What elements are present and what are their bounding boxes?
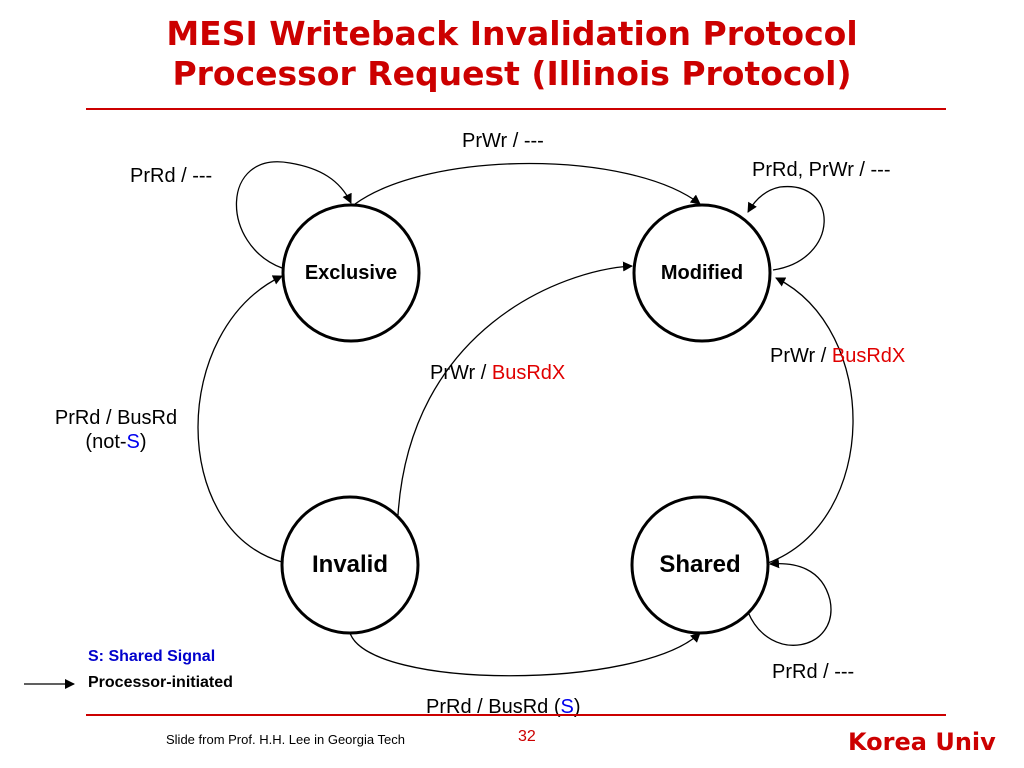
label-invalid-to-shared: PrRd / BusRd (S) [426, 695, 581, 719]
label-invalid-to-shared-suffix: ) [573, 696, 581, 718]
arc-invalid-to-shared [349, 632, 701, 677]
label-modified-self: PrRd, PrWr / --- [752, 159, 891, 181]
label-exclusive-to-modified: PrWr / --- [462, 130, 544, 152]
label-invalid-to-exclusive-line2: (not-S) [36, 430, 196, 454]
state-shared-label: Shared [659, 551, 741, 578]
label-not-prefix: (not- [85, 431, 127, 453]
label-shared-self: PrRd / --- [772, 661, 855, 683]
arc-invalid-to-modified [397, 261, 633, 516]
arc-modified-self [747, 186, 825, 271]
state-invalid-label: Invalid [311, 551, 389, 578]
arc-invalid-to-exclusive [197, 275, 283, 563]
label-invalid-to-exclusive-line1: PrRd / BusRd [54, 407, 178, 429]
label-shared-signal: S [126, 431, 140, 453]
state-modified-circle [632, 203, 772, 343]
legend-shared-signal: S: Shared Signal [88, 648, 216, 665]
title-divider [86, 108, 946, 110]
organization-name: Korea Univ [848, 728, 996, 756]
label-shared-to-modified-action: BusRdX [831, 345, 906, 367]
state-exclusive-label: Exclusive [304, 262, 398, 284]
label-invalid-to-modified: PrWr / BusRdX [430, 361, 565, 385]
arc-exclusive-self [235, 161, 352, 269]
label-invalid-to-modified-action: BusRdX [491, 362, 566, 384]
state-modified-label: Modified [660, 262, 744, 284]
legend-processor-initiated: Processor-initiated [88, 674, 233, 691]
label-shared-to-modified: PrWr / BusRdX [770, 344, 905, 368]
label-not-suffix: ) [139, 431, 147, 453]
label-invalid-to-shared-signal: S [560, 696, 574, 718]
label-shared-to-modified-event: PrWr / [770, 345, 832, 367]
state-exclusive-circle [281, 203, 421, 343]
page-number: 32 [518, 728, 536, 745]
label-invalid-to-exclusive: PrRd / BusRd (not-S) [36, 406, 196, 454]
footer-credit: Slide from Prof. H.H. Lee in Georgia Tec… [166, 732, 405, 747]
arc-shared-to-modified [767, 277, 854, 564]
arc-exclusive-to-modified [354, 162, 701, 205]
label-exclusive-self: PrRd / --- [130, 165, 213, 187]
slide-title: MESI Writeback Invalidation Protocol Pro… [0, 14, 1024, 94]
title-line-1: MESI Writeback Invalidation Protocol [166, 14, 858, 53]
arc-shared-self [747, 558, 832, 646]
label-invalid-to-shared-prefix: PrRd / BusRd ( [426, 696, 561, 718]
label-invalid-to-modified-event: PrWr / [430, 362, 492, 384]
title-line-2: Processor Request (Illinois Protocol) [172, 54, 852, 93]
footer-divider [86, 714, 946, 716]
